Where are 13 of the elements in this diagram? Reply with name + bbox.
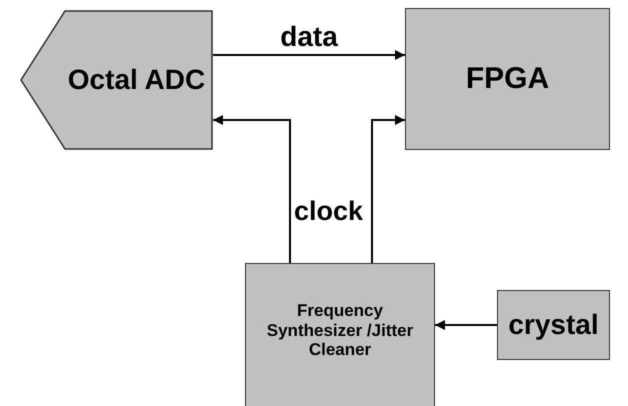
block-label: FPGA — [466, 62, 550, 96]
signal-label: clock — [294, 196, 364, 227]
arrow — [213, 50, 405, 60]
block — [497, 290, 610, 360]
block-label: crystal — [508, 308, 599, 342]
arrow — [213, 115, 291, 263]
block — [405, 8, 610, 150]
block — [245, 263, 435, 406]
block-label: Octal ADC — [66, 64, 206, 96]
arrow — [435, 320, 497, 330]
adc-block — [20, 10, 213, 150]
block-label: Frequency Synthesizer /Jitter Cleaner — [266, 301, 414, 360]
arrow — [371, 115, 405, 263]
